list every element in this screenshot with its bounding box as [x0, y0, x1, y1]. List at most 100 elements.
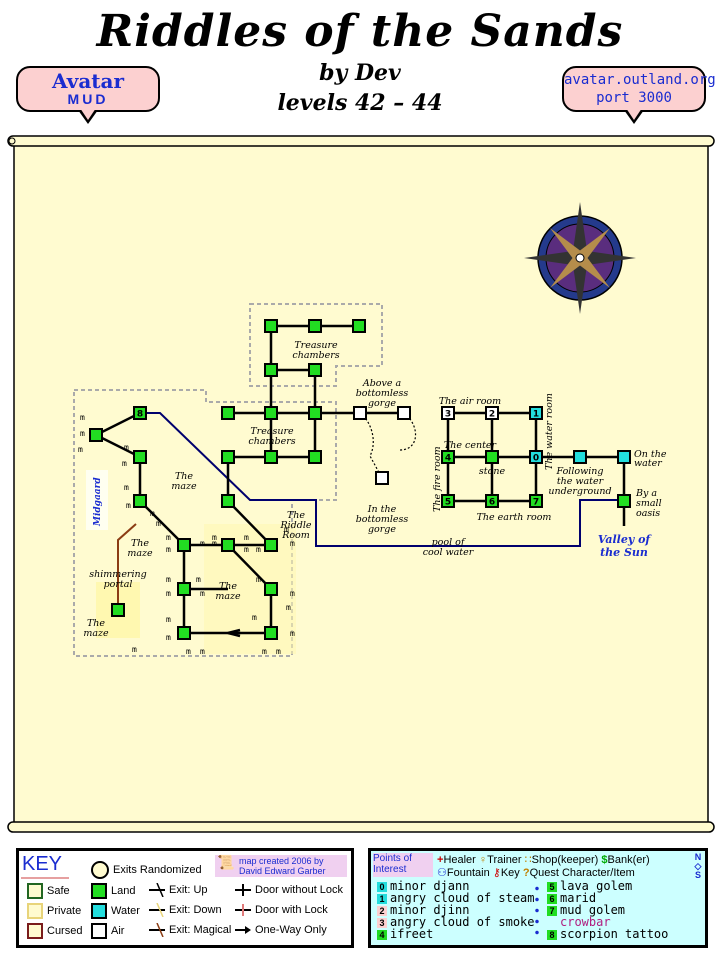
- room: [441, 450, 455, 464]
- key-exit-down-label: Exit: Down: [169, 904, 222, 916]
- label-treasure2-b: chambers: [248, 436, 295, 447]
- key-water: Water: [91, 903, 140, 919]
- legend-key: Key: [500, 867, 520, 879]
- room: [529, 450, 543, 464]
- label-maze4-a: The: [87, 618, 105, 629]
- room-number: 2: [489, 410, 495, 420]
- room: [264, 406, 278, 420]
- room: [441, 406, 455, 420]
- room: [177, 538, 191, 552]
- label-earth-room: The earth room: [477, 512, 552, 523]
- room-number: 8: [137, 410, 143, 420]
- room: [529, 494, 543, 508]
- maze-exit-m: m: [286, 603, 291, 612]
- label-above-gorge-b: bottomless: [356, 388, 409, 399]
- maze-exit-m: m: [166, 589, 171, 598]
- maze-exit-m: m: [150, 509, 155, 518]
- server-port: port 3000: [596, 90, 672, 106]
- treasure-region: [249, 303, 383, 387]
- label-fire-room: The fire room: [432, 446, 443, 512]
- room: [221, 406, 235, 420]
- room-number: 4: [445, 454, 451, 464]
- legend-trainer: Trainer: [487, 854, 522, 866]
- maze-exit-m: m: [166, 615, 171, 624]
- maze-exit-m: m: [290, 539, 295, 548]
- room-badge-icon: 5: [547, 882, 557, 892]
- maze-exit-m: m: [244, 545, 249, 554]
- door-icon: [235, 884, 251, 896]
- label-water-room: The water room: [544, 393, 555, 470]
- key-door-lock: Door with Lock: [235, 903, 328, 917]
- key-one-way-label: One-Way Only: [255, 924, 327, 936]
- midgaard-bg: [86, 470, 108, 530]
- exit-magical-icon: [149, 923, 165, 937]
- maze-exit-m: m: [262, 647, 267, 656]
- room: [111, 603, 125, 617]
- room: [308, 406, 322, 420]
- label-valley-a: Valley of: [598, 533, 653, 546]
- label-stone: stone: [479, 466, 506, 477]
- label-maze3-b: maze: [215, 591, 241, 602]
- room: [264, 319, 278, 333]
- credit-line-1: map created 2006 by: [239, 856, 324, 866]
- room: [375, 471, 389, 485]
- map-credit: 📜 map created 2006 by David Edward Garbe…: [215, 855, 347, 877]
- key-one-way: One-Way Only: [235, 923, 327, 937]
- legend-quest: Quest Character/Item: [529, 867, 635, 879]
- label-riddle-b: Riddle: [279, 520, 311, 531]
- poi-divider-dots: [535, 883, 539, 939]
- poi-item-text: minor djinn: [390, 903, 470, 917]
- maze-exit-m: m: [124, 483, 129, 492]
- room: [485, 406, 499, 420]
- label-oasis-b: small: [636, 498, 662, 509]
- quest-icon: ?: [522, 867, 530, 879]
- label-maze2-b: maze: [127, 548, 153, 559]
- key-door-no-lock-label: Door without Lock: [255, 884, 344, 896]
- label-pool-b: cool water: [423, 547, 475, 558]
- room: [264, 582, 278, 596]
- label-treasure1-a: Treasure: [294, 340, 338, 351]
- poi-item-text: angry cloud of smoke: [390, 915, 535, 929]
- poi-item: crowbar: [547, 915, 611, 929]
- poi-item-text: minor djann: [390, 879, 470, 893]
- key-air: Air: [91, 923, 124, 939]
- room-badge-icon: [547, 916, 557, 926]
- maze-exit-m: m: [256, 545, 261, 554]
- label-maze2-a: The: [131, 538, 149, 549]
- maze-exit-m: m: [200, 647, 205, 656]
- banner-mud: MUD: [67, 91, 109, 107]
- maze-exit-m: m: [166, 545, 171, 554]
- map-title: Riddles of the Sands: [96, 6, 624, 57]
- room: [485, 494, 499, 508]
- poi-item-text: mud golem: [560, 903, 626, 917]
- maze-exit-m: m: [78, 445, 83, 454]
- author: by Dev: [319, 60, 401, 86]
- credit-line-2: David Edward Garber: [239, 866, 326, 876]
- maze-exit-m: m: [244, 533, 249, 542]
- server-banner[interactable]: avatar.outland.org port 3000: [562, 66, 716, 124]
- label-portal-a: shimmering: [89, 569, 146, 580]
- maze-region: [73, 389, 337, 657]
- maze-exit-m: m: [80, 413, 85, 422]
- label-on-water-a: On the: [634, 449, 667, 460]
- room-number: 0: [533, 454, 539, 464]
- room-number: 1: [533, 410, 539, 420]
- avatar-mud-banner[interactable]: Avatar MUD: [16, 66, 160, 124]
- key-safe-label: Safe: [47, 885, 70, 897]
- poi-item-text: lava golem: [560, 879, 633, 893]
- room: [617, 494, 631, 508]
- scroll-top-rod: [7, 135, 715, 147]
- key-exit-up-label: Exit: Up: [169, 884, 208, 896]
- room-number: 7: [533, 498, 539, 508]
- label-air-room: The air room: [439, 396, 501, 407]
- maze-exit-m: m: [284, 525, 289, 534]
- key-exits-randomized-label: Exits Randomized: [113, 864, 202, 876]
- maze-exit-m: m: [252, 613, 257, 622]
- maze-exit-m: m: [200, 589, 205, 598]
